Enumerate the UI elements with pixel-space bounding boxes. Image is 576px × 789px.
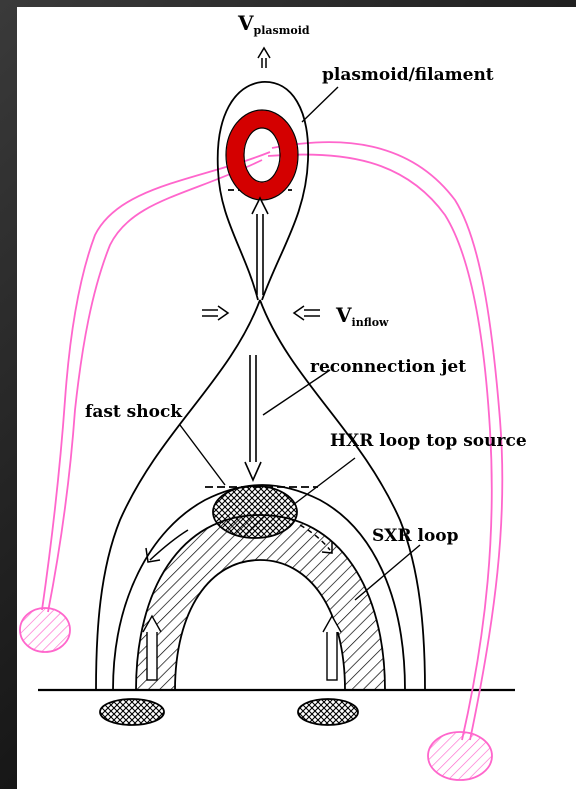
left-pink-footpoint xyxy=(20,608,70,652)
right-pink-footpoint xyxy=(428,732,492,780)
inflow-arrow-right xyxy=(294,306,320,320)
black-field-lines xyxy=(96,82,425,690)
sxr-loop-label: SXR loop xyxy=(372,526,459,546)
reconnection-jet-label: reconnection jet xyxy=(310,357,466,377)
left-hxr-footpoint xyxy=(100,699,164,725)
plasmoid-filament-label: plasmoid/filament xyxy=(322,65,494,85)
jet-up-arrow xyxy=(252,198,268,295)
plasmoid-velocity-arrow xyxy=(258,48,270,68)
right-hxr-footpoint xyxy=(298,699,358,725)
hxr-loop-top-source-label: HXR loop top source xyxy=(330,431,527,451)
leader-sxr xyxy=(355,545,420,600)
sxr-loop-arch xyxy=(136,515,385,690)
fast-shock-label: fast shock xyxy=(85,402,183,422)
v-inflow-label: Vinflow xyxy=(335,303,389,329)
hxr-loop-top-source xyxy=(213,486,297,538)
inflow-arrow-left xyxy=(202,306,228,320)
v-plasmoid-label: Vplasmoid xyxy=(237,11,310,37)
jet-down-arrow xyxy=(245,355,261,480)
leader-plasmoid xyxy=(302,87,338,122)
leader-fast-shock xyxy=(180,425,225,485)
leader-hxr xyxy=(293,458,355,505)
